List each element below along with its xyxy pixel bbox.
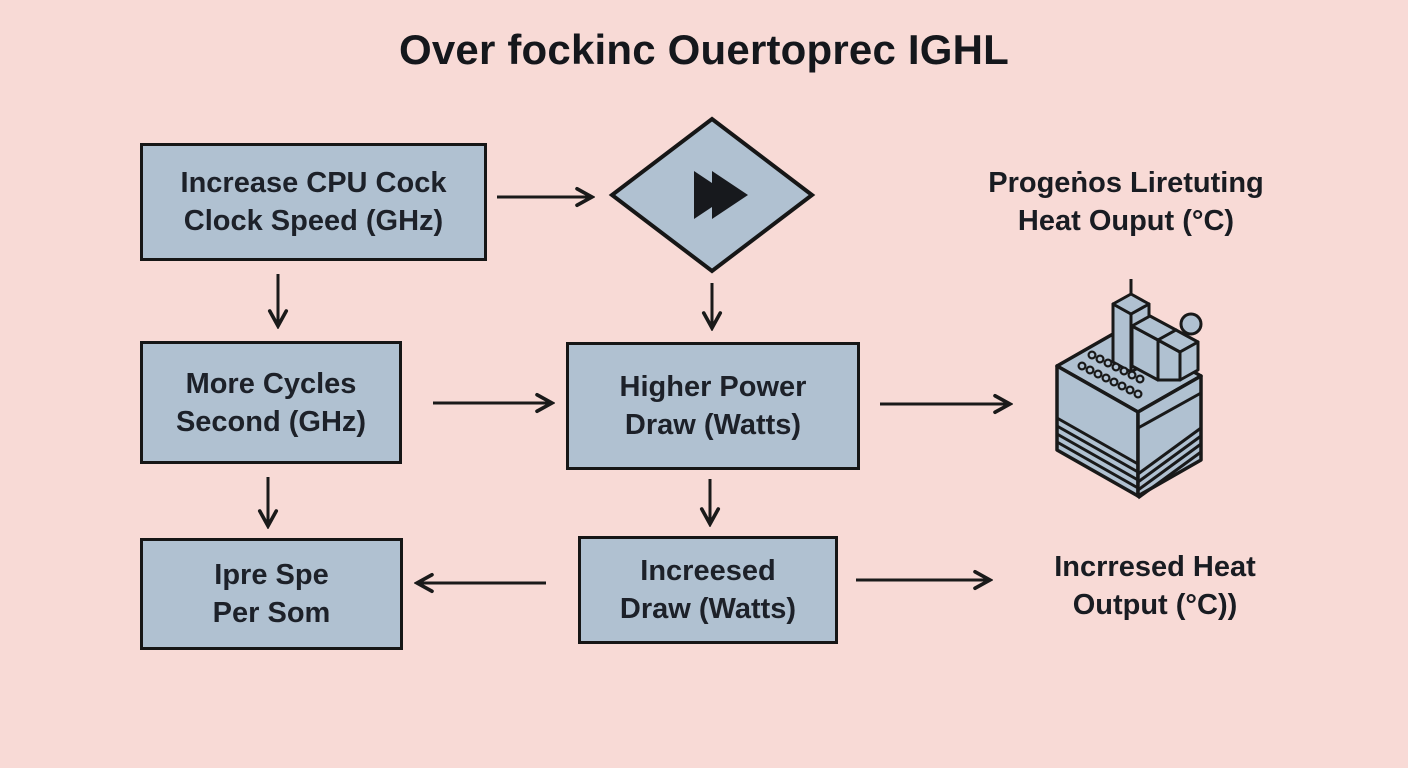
label-text-line: Incrresed Heat: [1054, 551, 1256, 583]
node-text-line: Higher Power: [619, 371, 807, 403]
node-text-line: Draw (Watts): [624, 409, 802, 441]
node-text-line: Second (GHz): [175, 405, 367, 438]
label-text-line: Output (°C)): [1072, 589, 1238, 621]
node-text-line: Draw (Watts): [619, 593, 797, 625]
node-higher-power: Higher Power Draw (Watts): [566, 342, 860, 470]
node-text-line: Per Som: [212, 597, 331, 629]
diagram-title: Over fockinc Ouertoprec IGHL: [398, 26, 1010, 73]
node-more-cycles: More Cycles Second (GHz): [140, 341, 402, 464]
node-increase-cpu-clock: Increase CPU Cock Clock Speed (GHz): [140, 143, 487, 261]
label-progenos-heat-output: Progeṅos Liretuting Heat Ouput (°C): [950, 164, 1302, 240]
node-ipre-spe: Ipre Spe Per Som: [140, 538, 403, 650]
fast-forward-icon: [694, 171, 748, 219]
node-text-line: Increase CPU Cock: [180, 167, 447, 199]
node-text-line: More Cycles: [185, 367, 357, 400]
pin-dots: [1077, 350, 1145, 399]
label-text-line: Progeṅos Liretuting: [988, 167, 1264, 199]
node-text-line: Increesed: [640, 555, 776, 587]
cpu-chip-illustration: [1055, 279, 1203, 500]
decision-diamond: [606, 114, 818, 276]
label-incrresed-heat-output: Incrresed Heat Output (°C)): [998, 548, 1312, 624]
heatsink-fins: [1056, 391, 1202, 500]
node-text-line: Ipre Spe: [214, 559, 329, 591]
node-increesed-draw: Increesed Draw (Watts): [578, 536, 838, 644]
label-text-line: Heat Ouput (°C): [1017, 205, 1235, 237]
cpu-chip-icon: [1048, 278, 1210, 518]
node-text-line: Clock Speed (GHz): [183, 205, 444, 237]
decision-diamond-shape: [608, 116, 816, 274]
chip-tower: [1111, 292, 1200, 382]
chip-right-face: [1136, 374, 1203, 498]
floating-circle: [1179, 312, 1203, 336]
